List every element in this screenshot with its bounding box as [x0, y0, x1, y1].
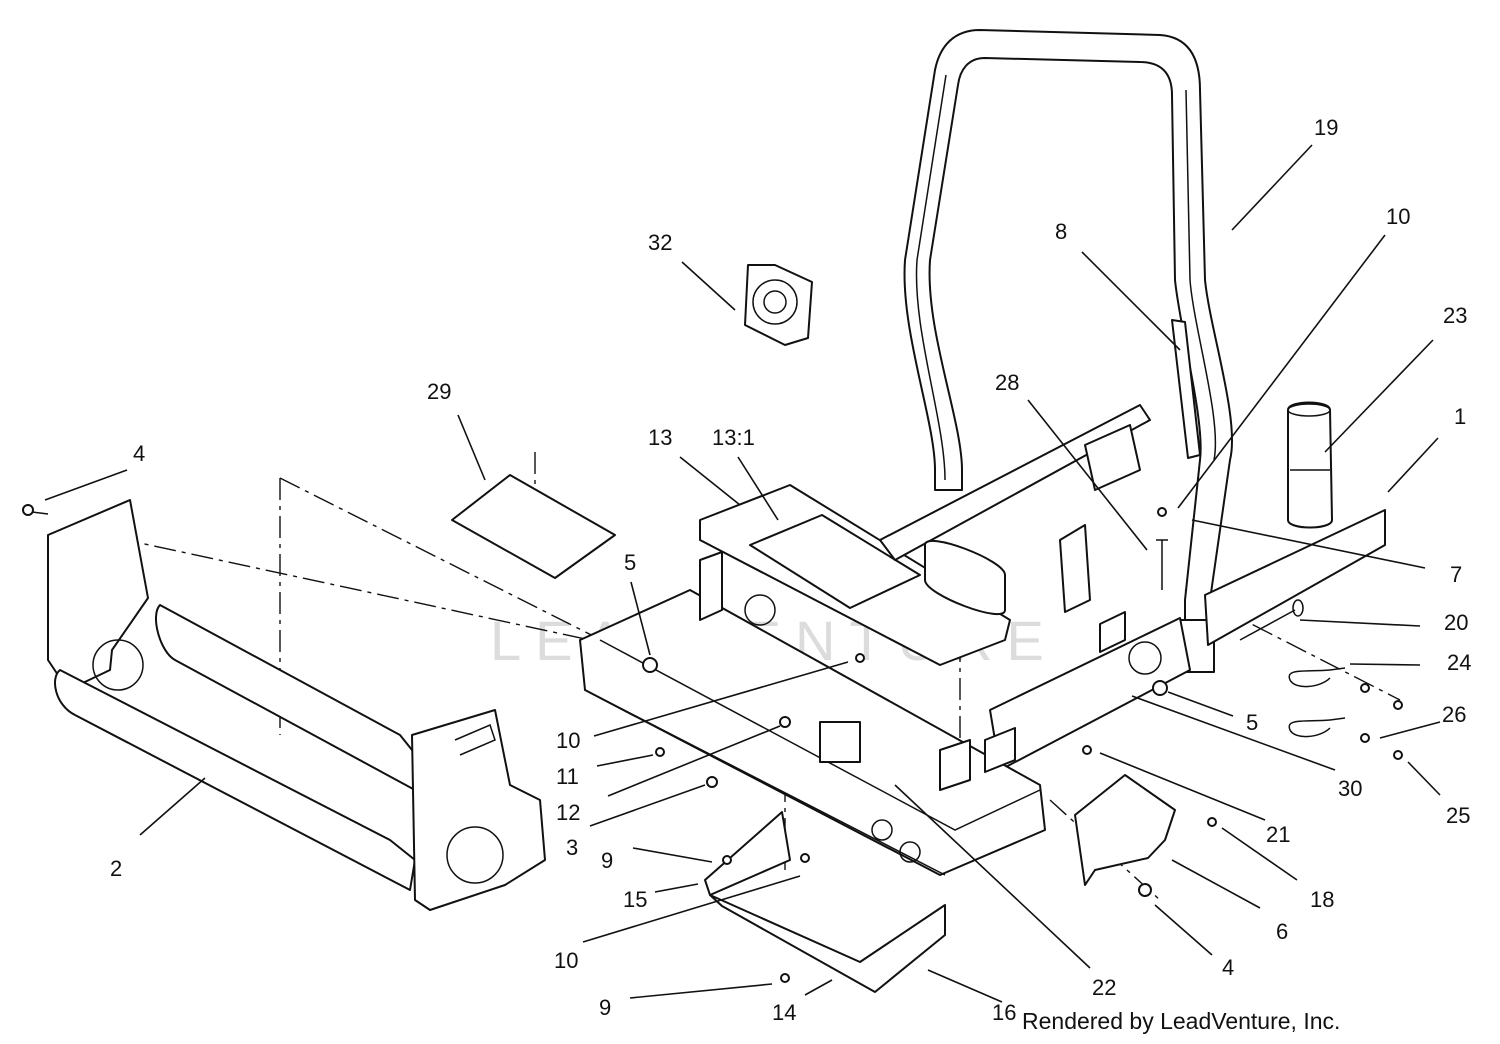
callout-29: 29	[427, 379, 451, 404]
callout-14: 14	[772, 1000, 796, 1025]
callout-16: 16	[992, 1000, 1016, 1025]
callout-12: 12	[556, 800, 580, 825]
callout-15: 15	[623, 887, 647, 912]
callout-8: 8	[1055, 219, 1067, 244]
credit-text: Rendered by LeadVenture, Inc.	[1022, 1008, 1341, 1034]
callout-26: 26	[1442, 702, 1466, 727]
foot-plate	[1074, 774, 1176, 886]
callout-2: 2	[110, 856, 122, 881]
decal-strip	[1171, 319, 1201, 459]
callout-3: 3	[566, 835, 578, 860]
callout-4: 4	[133, 441, 145, 466]
front-axle-assembly	[47, 499, 546, 911]
callout-18: 18	[1310, 887, 1334, 912]
callout-28: 28	[995, 370, 1019, 395]
callout-13: 13	[648, 425, 672, 450]
callout-9: 9	[601, 848, 613, 873]
decal-sheet	[451, 474, 616, 579]
main-frame	[579, 404, 1191, 876]
callout-4: 4	[1222, 955, 1234, 980]
callout-23: 23	[1443, 303, 1467, 328]
battery-tray	[704, 811, 946, 993]
callout-5: 5	[1246, 710, 1258, 735]
callout-10: 10	[1386, 204, 1410, 229]
junction-box	[744, 264, 813, 346]
hardware	[22, 504, 1403, 983]
callout-1: 1	[1454, 404, 1466, 429]
callout-25: 25	[1446, 803, 1470, 828]
callout-11: 11	[556, 764, 579, 789]
callout-32: 32	[648, 230, 672, 255]
rear-frame-rail	[1204, 509, 1386, 646]
callout-10: 10	[554, 948, 578, 973]
callout-22: 22	[1092, 975, 1116, 1000]
callout-30: 30	[1338, 776, 1362, 801]
callout-19: 19	[1314, 115, 1338, 140]
hydraulic-cap	[1287, 401, 1333, 529]
callout-labels: 19 10 8 32 23 28 1 29 13:1 13 4 7 5 20 2…	[110, 115, 1471, 1025]
long-bolt	[1239, 599, 1304, 641]
callout-6: 6	[1276, 919, 1288, 944]
callout-13-1: 13:1	[712, 425, 755, 450]
callout-5: 5	[624, 550, 636, 575]
callout-24: 24	[1447, 650, 1471, 675]
callout-20: 20	[1444, 610, 1468, 635]
hose-clamps	[1288, 667, 1346, 738]
callout-10: 10	[556, 728, 580, 753]
callout-9: 9	[599, 995, 611, 1020]
callout-7: 7	[1450, 562, 1462, 587]
seat-pan	[699, 484, 1011, 666]
leader-lines	[44, 144, 1441, 1003]
callout-21: 21	[1266, 822, 1290, 847]
